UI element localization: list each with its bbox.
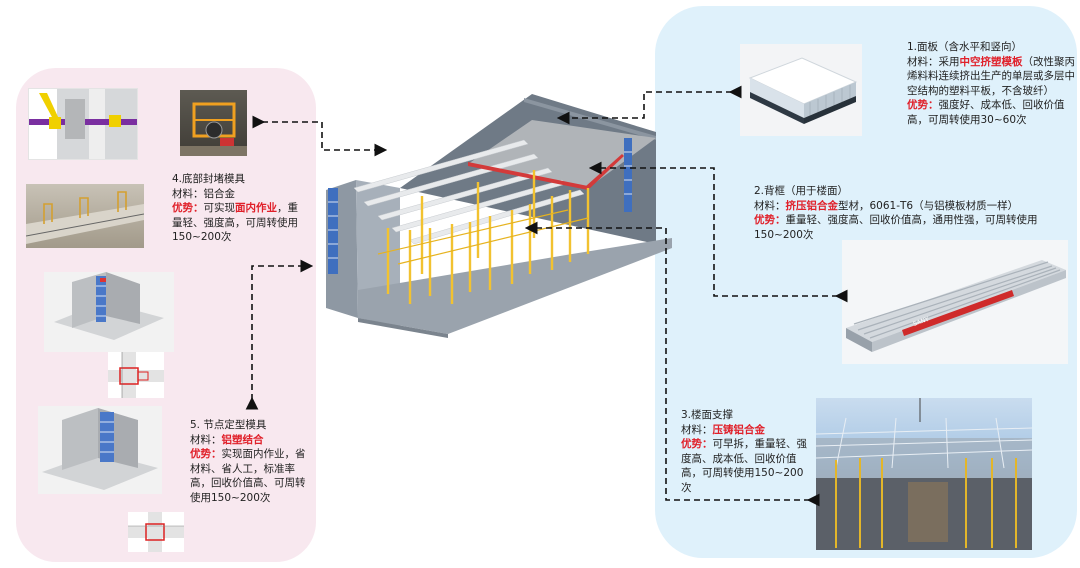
node-section-diagram-1 bbox=[108, 352, 164, 398]
panel-1-adv-label: 优势： bbox=[907, 99, 939, 111]
arrow-panel-4 bbox=[252, 115, 388, 157]
arrow-panel-1 bbox=[556, 85, 742, 125]
panel-5-adv-text: 实现面内作业，省材料、省人工，标准率高，回收价值高、可周转使用150~200次 bbox=[190, 448, 306, 504]
bottom-sealing-photo bbox=[180, 90, 247, 156]
panel-2-material-highlight: 挤压铝合金 bbox=[785, 199, 839, 212]
panel-4-material: 材料：铝合金 bbox=[172, 187, 235, 200]
panel-3-description: 3.楼面支撑 材料：压铸铝合金 优势：可早拆，重量轻、强度高、成本低、回收价值高… bbox=[681, 408, 807, 495]
panel-2-material-prefix: 材料： bbox=[754, 199, 786, 212]
panel-4-adv-prefix: 可实现 bbox=[203, 202, 236, 214]
node-mold-3d-image-2 bbox=[38, 406, 162, 494]
panel-4-adv-label: 优势： bbox=[172, 202, 204, 214]
panel-5-adv-label: 优势： bbox=[190, 448, 222, 460]
panel-5-material-prefix: 材料： bbox=[190, 433, 222, 446]
panel-4-adv-highlight: 面内作业 bbox=[235, 202, 277, 214]
panel-5-material-highlight: 铝塑结合 bbox=[221, 433, 264, 446]
node-mold-3d-image bbox=[44, 272, 174, 352]
panel-2-adv-label: 优势： bbox=[754, 214, 786, 226]
hollow-panel-image bbox=[740, 44, 862, 136]
panel-1-material-highlight: 中空挤塑模板 bbox=[959, 55, 1023, 68]
panel-3-material-prefix: 材料： bbox=[681, 423, 713, 436]
panel-2-adv-text: 重量轻、强度高、回收价值高，通用性强，可周转使用150~200次 bbox=[754, 214, 1038, 241]
panel-1-material-prefix: 材料：采用 bbox=[907, 55, 960, 68]
panel-3-material-highlight: 压铸铝合金 bbox=[712, 423, 766, 436]
arrow-panel-3 bbox=[524, 221, 820, 507]
panel-2-description: 2.背框（用于楼面） 材料：挤压铝合金型材，6061-T6（与铝模板材质一样） … bbox=[754, 184, 1044, 242]
floor-support-photo bbox=[816, 398, 1032, 550]
panel-1-adv-text: 强度好、成本低、回收价值高，可周转使用30~60次 bbox=[907, 99, 1065, 126]
panel-4-title: 4.底部封堵模具 bbox=[172, 173, 246, 185]
formwork-3d-model bbox=[326, 94, 672, 338]
panel-5-title: 5. 节点定型模具 bbox=[190, 419, 267, 431]
panel-3-adv-text: 可早拆，重量轻、强度高、成本低、回收价值高，可周转使用150~200次 bbox=[681, 438, 807, 494]
panel-4-adv-suffix: ，重量轻、强度高，可周转使用150~200次 bbox=[172, 202, 298, 243]
panel-2-title: 2.背框（用于楼面） bbox=[754, 185, 849, 197]
joint-diagram-image bbox=[28, 88, 138, 160]
panel-4-description: 4.底部封堵模具 材料：铝合金 优势：可实现面内作业，重量轻、强度高，可周转使用… bbox=[172, 172, 302, 245]
sealing-mold-photo bbox=[26, 184, 144, 248]
panel-1-title: 1.面板（含水平和竖向） bbox=[907, 41, 1023, 53]
panel-2-material-suffix: 型材，6061-T6（与铝模板材质一样） bbox=[838, 199, 1019, 212]
aluminum-back-frame-image: SANY bbox=[842, 240, 1068, 364]
arrow-panel-5 bbox=[245, 259, 314, 410]
panel-3-adv-label: 优势： bbox=[681, 438, 713, 450]
node-section-diagram-2 bbox=[128, 512, 184, 552]
panel-3-title: 3.楼面支撑 bbox=[681, 409, 734, 421]
panel-1-description: 1.面板（含水平和竖向） 材料：采用中空挤塑模板（改性聚丙烯料料连续挤出生产的单… bbox=[907, 40, 1075, 127]
panel-5-description: 5. 节点定型模具 材料：铝塑结合 优势：实现面内作业，省材料、省人工，标准率高… bbox=[190, 418, 314, 505]
panel-1-material-suffix: （改性聚丙烯料料连续挤出生产的单层或多层中空结构的塑料平板，不含玻纤） bbox=[907, 55, 1075, 97]
